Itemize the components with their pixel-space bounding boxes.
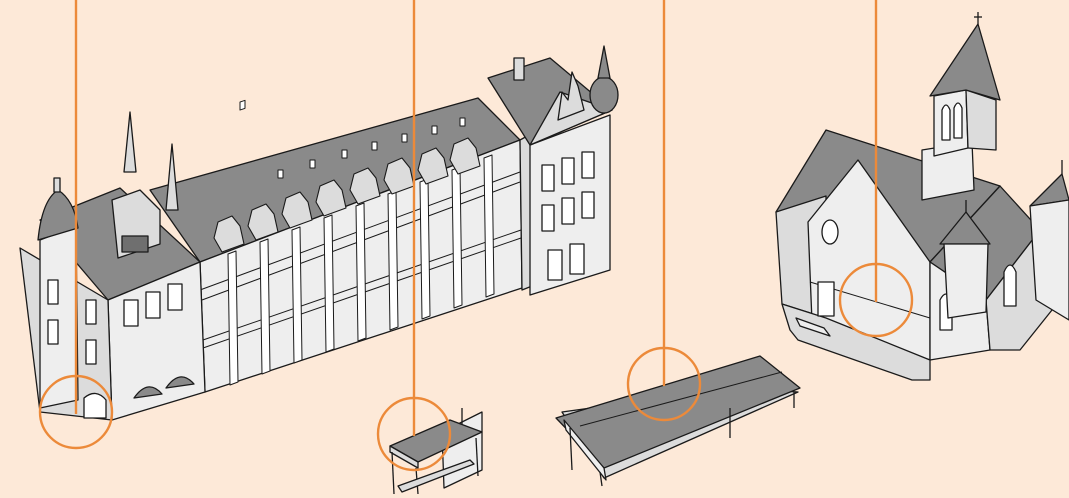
church-front-door xyxy=(818,282,834,316)
onion-dome-spire xyxy=(598,46,610,78)
corner-dome-finial xyxy=(54,178,60,192)
corner-entrance-door xyxy=(84,393,106,418)
pinnacle-right xyxy=(166,144,178,210)
pinnacle-left xyxy=(124,112,136,172)
large-gothic-building xyxy=(20,46,618,420)
bus-shelter xyxy=(390,408,482,494)
corner-dormer-window xyxy=(122,236,148,252)
church-rose-window xyxy=(822,220,838,244)
church-turret-body xyxy=(944,244,988,318)
chimney xyxy=(514,58,524,80)
shelter-post-front-left xyxy=(392,452,394,494)
church-tower-upper xyxy=(934,90,968,156)
church-spire xyxy=(930,24,1000,100)
onion-dome xyxy=(590,77,618,113)
canopy-roof xyxy=(556,356,800,468)
church-tower-belfry-side xyxy=(966,90,996,150)
callout-station-canopy-roof xyxy=(628,0,700,420)
station-canopy xyxy=(556,356,800,486)
church xyxy=(776,12,1069,380)
